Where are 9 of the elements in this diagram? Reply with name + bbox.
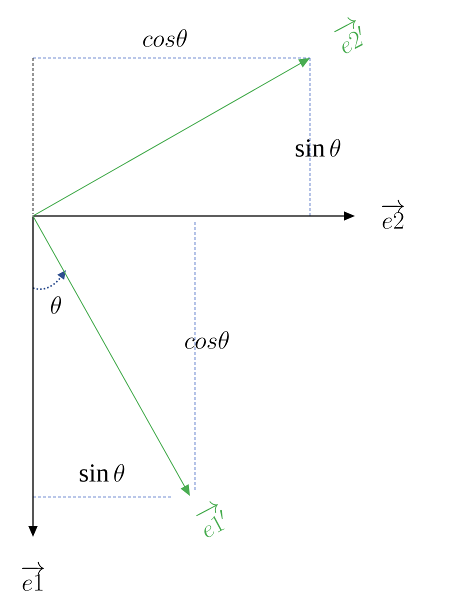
component-label: $cos\theta$ (185, 331, 229, 349)
vector-label: $\overrightarrow{e2}$ (382, 200, 404, 229)
component-label: $\sin\theta$ (296, 139, 340, 157)
component-label: $\sin\theta$ (80, 464, 124, 482)
vector-label: $\overrightarrow{e2'}$ (334, 17, 363, 54)
vector-label: $\overrightarrow{e1}$ (22, 562, 44, 591)
component-label: $cos\theta$ (143, 29, 187, 47)
component-label: $\theta$ (50, 296, 61, 314)
vector-label: $\overrightarrow{e1'}$ (196, 501, 225, 538)
